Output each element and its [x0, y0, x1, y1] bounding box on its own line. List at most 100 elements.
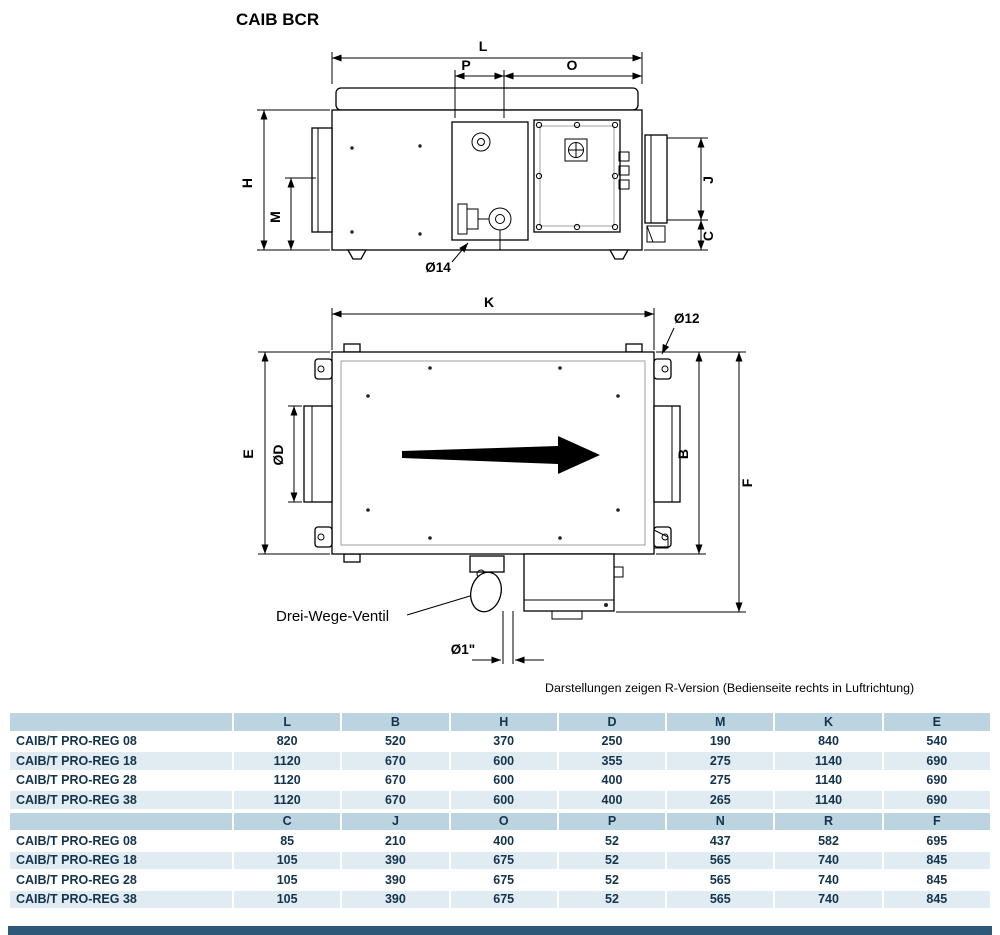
dimension-value: 210 — [340, 830, 451, 852]
plan-view: K Ø12 E ØD B F — [240, 294, 755, 664]
dimension-value: 1140 — [773, 750, 884, 772]
dimension-value: 695 — [881, 830, 993, 852]
dimensions-table-1: L B H D M K E CAIB/T PRO-REG 08 820 520 … — [8, 711, 993, 811]
table-row: CAIB/T PRO-REG 08 85 210 400 52 437 582 … — [8, 830, 993, 852]
dimension-value: 670 — [340, 789, 451, 811]
unit-lid — [335, 87, 639, 111]
dimension-value: 565 — [665, 869, 776, 891]
foot-right — [608, 249, 630, 260]
table-row: CAIB/T PRO-REG 38 1120 670 600 400 265 1… — [8, 789, 993, 811]
dimension-value: 670 — [340, 769, 451, 791]
dimension-value: 740 — [773, 849, 884, 871]
dimension-value: 670 — [340, 750, 451, 772]
row-label: CAIB/T PRO-REG 18 — [8, 849, 234, 871]
corner-cell — [8, 810, 234, 832]
dimension-value: 600 — [448, 769, 559, 791]
dimension-value: 565 — [665, 849, 776, 871]
dim-label-K: K — [484, 294, 494, 310]
column-header-P: P — [556, 810, 668, 832]
drawing-note: Darstellungen zeigen R-Version (Bediense… — [545, 681, 915, 695]
dimension-value: 740 — [773, 869, 884, 891]
valve-label: Drei-Wege-Ventil — [276, 608, 389, 625]
dimension-value: 390 — [340, 888, 451, 910]
dimension-value: 390 — [340, 869, 451, 891]
dimension-value: 250 — [556, 730, 668, 752]
table-row: CAIB/T PRO-REG 08 820 520 370 250 190 84… — [8, 730, 993, 752]
column-header-D: D — [556, 711, 668, 733]
dimension-value: 105 — [231, 849, 343, 871]
dimension-value: 1120 — [231, 750, 343, 772]
dimension-value: 845 — [881, 849, 993, 871]
dimension-value: 52 — [556, 830, 668, 852]
column-header-L: L — [231, 711, 343, 733]
row-label: CAIB/T PRO-REG 08 — [8, 730, 234, 752]
dimension-value: 400 — [556, 789, 668, 811]
column-header-J: J — [340, 810, 451, 832]
dimension-value: 582 — [773, 830, 884, 852]
dimension-value: 52 — [556, 888, 668, 910]
dimension-tables: L B H D M K E CAIB/T PRO-REG 08 820 520 … — [8, 711, 993, 911]
dim-label-phi1: Ø1" — [451, 642, 475, 657]
dimension-value: 265 — [665, 789, 776, 811]
table-row: CAIB/T PRO-REG 18 1120 670 600 355 275 1… — [8, 750, 993, 772]
main-switch-icon — [564, 138, 588, 162]
row-label: CAIB/T PRO-REG 38 — [8, 888, 234, 910]
dimension-value: 437 — [665, 830, 776, 852]
row-label: CAIB/T PRO-REG 28 — [8, 869, 234, 891]
technical-drawing: L P O H M J C — [239, 38, 755, 664]
side-view: L P O H M J C — [239, 38, 716, 275]
table-header-row: C J O P N R F — [8, 810, 993, 832]
dim-label-H: H — [239, 178, 255, 188]
dimension-value: 840 — [773, 730, 884, 752]
column-header-R: R — [773, 810, 884, 832]
dimension-value: 1140 — [773, 769, 884, 791]
page-title: CAIB BCR — [236, 10, 320, 29]
dimension-value: 690 — [881, 789, 993, 811]
dimension-value: 190 — [665, 730, 776, 752]
dim-label-O: O — [567, 57, 578, 73]
dimension-value: 675 — [448, 869, 559, 891]
dim-label-M: M — [267, 211, 283, 223]
inlet-flange — [311, 127, 333, 233]
dimension-value: 690 — [881, 769, 993, 791]
dim-label-phiD: ØD — [270, 445, 286, 466]
dim-label-F: F — [739, 478, 755, 487]
hydraulic-box — [451, 121, 529, 250]
dimension-value: 1140 — [773, 789, 884, 811]
dimension-value: 390 — [340, 849, 451, 871]
row-label: CAIB/T PRO-REG 18 — [8, 750, 234, 772]
column-header-N: N — [665, 810, 776, 832]
table-header-row: L B H D M K E — [8, 711, 993, 733]
foot-left — [346, 249, 368, 260]
dimension-value: 85 — [231, 830, 343, 852]
table-row: CAIB/T PRO-REG 18 105 390 675 52 565 740… — [8, 849, 993, 871]
dimension-value: 540 — [881, 730, 993, 752]
electrical-panel — [533, 119, 630, 233]
dimension-value: 400 — [448, 830, 559, 852]
dimension-value: 845 — [881, 888, 993, 910]
column-header-K: K — [773, 711, 884, 733]
column-header-C: C — [231, 810, 343, 832]
three-way-valve — [469, 553, 624, 664]
dimension-value: 52 — [556, 869, 668, 891]
dimension-value: 820 — [231, 730, 343, 752]
row-label: CAIB/T PRO-REG 08 — [8, 830, 234, 852]
dimension-value: 675 — [448, 849, 559, 871]
dimension-value: 565 — [665, 888, 776, 910]
dimension-value: 355 — [556, 750, 668, 772]
dimension-value: 370 — [448, 730, 559, 752]
inlet-duct — [303, 405, 333, 503]
dimension-value: 400 — [556, 769, 668, 791]
dimension-value: 740 — [773, 888, 884, 910]
cropped-section-header-bar — [8, 926, 992, 935]
table-row: CAIB/T PRO-REG 28 105 390 675 52 565 740… — [8, 869, 993, 891]
dim-label-B: B — [675, 449, 691, 459]
dimension-value: 105 — [231, 869, 343, 891]
dimension-value: 600 — [448, 789, 559, 811]
column-header-F: F — [881, 810, 993, 832]
dimension-value: 675 — [448, 888, 559, 910]
column-header-O: O — [448, 810, 559, 832]
dim-label-P: P — [461, 57, 470, 73]
dimensions-table-2: C J O P N R F CAIB/T PRO-REG 08 85 210 4… — [8, 810, 993, 911]
